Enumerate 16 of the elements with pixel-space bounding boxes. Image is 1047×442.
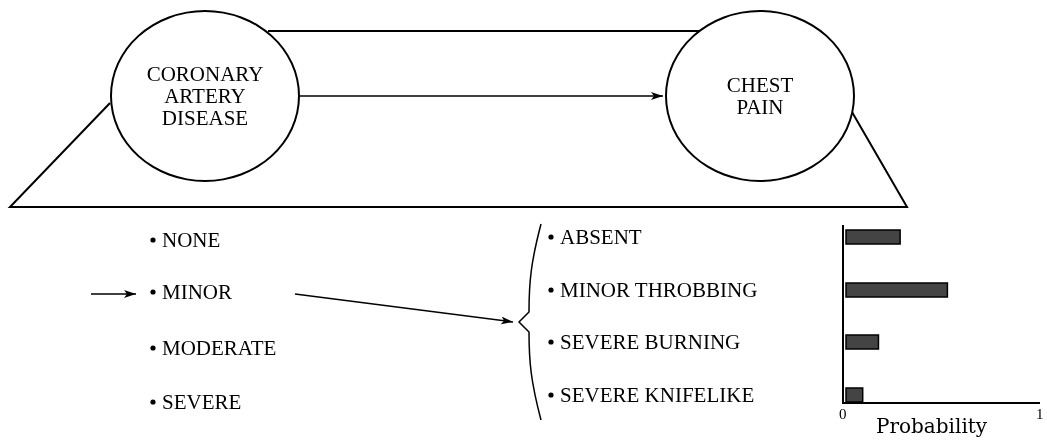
state-label: SEVERE BURNING (560, 330, 741, 355)
tick-label: 1 (1036, 406, 1044, 423)
state-label: ABSENT (560, 225, 642, 250)
state-label: MINOR THROBBING (560, 278, 758, 303)
state-label: SEVERE (162, 390, 242, 415)
arrow (299, 92, 664, 100)
axis-title: Probability (876, 414, 988, 438)
state-label: MODERATE (162, 336, 277, 361)
state-label: MINOR (162, 280, 232, 305)
tick-label: 0 (839, 406, 847, 423)
arrow (90, 290, 137, 298)
node-ellipse: CHEST PAIN (665, 10, 855, 182)
state-label: NONE (162, 228, 221, 253)
arrow (294, 293, 514, 325)
node-ellipse: CORONARY ARTERY DISEASE (110, 10, 300, 182)
state-label: SEVERE KNIFELIKE (560, 383, 755, 408)
